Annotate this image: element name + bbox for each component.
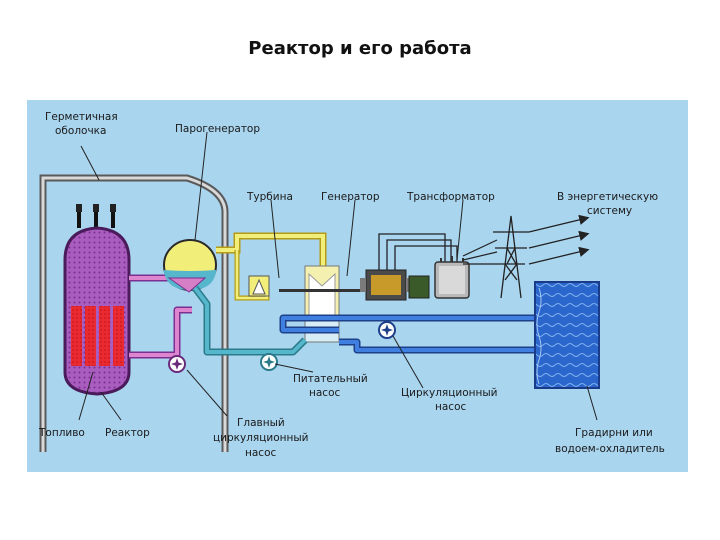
generator	[360, 269, 412, 301]
feedwater-line	[192, 285, 308, 356]
label-fuel: Топливо	[38, 427, 85, 439]
label-containment: оболочка	[55, 125, 106, 137]
cooling-water-loop	[279, 314, 539, 354]
containment-building	[39, 174, 229, 452]
label-steam-generator: Парогенератор	[175, 123, 260, 135]
label-turbine: Турбина	[246, 191, 293, 203]
label-containment: Герметичная	[45, 111, 118, 123]
grid-arrows	[528, 214, 590, 265]
circulation-pump	[378, 321, 396, 339]
label-reactor: Реактор	[105, 427, 150, 439]
fuel-rod	[113, 306, 124, 366]
label-cooling: Градирни или	[575, 427, 653, 439]
leader-lines	[78, 131, 598, 421]
main-circulation-pump	[168, 355, 186, 373]
cooling-tower	[534, 281, 600, 389]
label-generator: Генератор	[321, 191, 380, 203]
label-cooling: водоем-охладитель	[555, 443, 665, 455]
diagram-panel: Герметичная оболочка Парогенератор Турби…	[27, 100, 688, 472]
turbine	[248, 265, 340, 343]
fuel-rod	[99, 306, 110, 366]
exciter	[408, 275, 430, 299]
label-grid: систему	[587, 205, 632, 217]
reactor-diagram: Герметичная оболочка Парогенератор Турби…	[27, 100, 688, 472]
power-pylon	[493, 215, 529, 299]
label-circulation-pump: Циркуляционный	[401, 387, 497, 399]
label-feed-pump: Питательный	[293, 373, 368, 385]
fuel-rod	[85, 306, 96, 366]
power-wires	[378, 233, 458, 270]
label-main-pump: насос	[245, 447, 276, 459]
label-circulation-pump: насос	[435, 401, 466, 413]
label-main-pump: циркуляционный	[213, 432, 308, 444]
label-transformer: Трансформатор	[406, 191, 495, 203]
steam-generator	[163, 239, 217, 293]
page-title: Реактор и его работа	[248, 38, 472, 59]
feed-pump	[260, 353, 278, 371]
transformer	[434, 256, 470, 299]
label-main-pump: Главный	[237, 417, 285, 429]
turbine-shaft	[279, 289, 419, 292]
fuel-rod	[71, 306, 82, 366]
reactor-vessel	[63, 204, 131, 396]
label-feed-pump: насос	[309, 387, 340, 399]
power-wires-out	[462, 239, 498, 265]
label-grid: В энергетическую	[557, 191, 658, 203]
